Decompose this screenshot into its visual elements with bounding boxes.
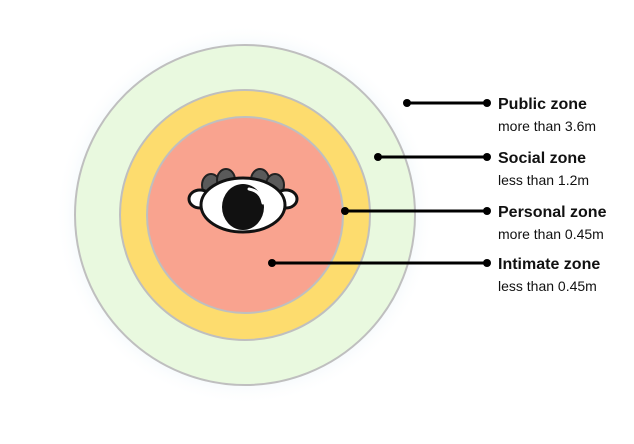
personal-zone-description: more than 0.45m	[498, 226, 604, 242]
personal-zone-title: Personal zone	[498, 204, 607, 221]
intimate-zone-title: Intimate zone	[498, 256, 600, 273]
public-zone-title: Public zone	[498, 96, 587, 113]
intimate-zone-leader-start-dot	[268, 259, 276, 267]
social-zone-leader-end-dot	[483, 153, 491, 161]
intimate-zone-leader-end-dot	[483, 259, 491, 267]
leader-lines	[268, 99, 491, 267]
personal-zone-leader-start-dot	[341, 207, 349, 215]
intimate-zone-description: less than 0.45m	[498, 278, 597, 294]
social-zone-title: Social zone	[498, 150, 586, 167]
person-top-view-icon	[187, 168, 299, 234]
public-zone-description: more than 3.6m	[498, 118, 596, 134]
public-zone-leader-start-dot	[403, 99, 411, 107]
social-zone-leader-start-dot	[374, 153, 382, 161]
social-zone-description: less than 1.2m	[498, 172, 589, 188]
personal-zone-leader-end-dot	[483, 207, 491, 215]
public-zone-leader-end-dot	[483, 99, 491, 107]
